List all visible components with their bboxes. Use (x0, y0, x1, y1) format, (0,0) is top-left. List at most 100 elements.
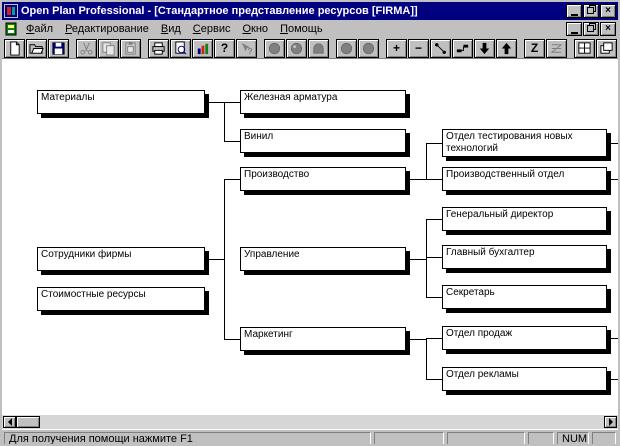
plus-icon: + (392, 41, 400, 55)
restore-button[interactable] (583, 4, 599, 18)
tree-node-marketing[interactable]: Маркетинг (240, 327, 406, 351)
tree-node-staff[interactable]: Сотрудники фирмы (37, 247, 205, 271)
tree-node-label: Производство (244, 169, 310, 180)
move-up-button[interactable] (496, 38, 517, 58)
save-file-button[interactable] (48, 38, 69, 58)
app-icon (4, 4, 18, 18)
scroll-thumb[interactable] (16, 416, 40, 428)
window-cascade-button[interactable] (596, 38, 617, 58)
page-magnifier-icon (173, 40, 189, 56)
tree-node-label: Генеральный директор (446, 209, 554, 220)
tree-node-accountant[interactable]: Главный бухгалтер (442, 245, 607, 269)
num-label: NUM (562, 433, 588, 445)
tree-node-production-dept[interactable]: Производственный отдел (442, 167, 607, 191)
tree-node-cost[interactable]: Стоимостные ресурсы (37, 287, 205, 311)
scroll-left-button[interactable] (3, 416, 16, 428)
toolbar: ?? +− Z (2, 38, 618, 59)
mini-chart-icon (195, 40, 211, 56)
shape-circle-3-button (358, 38, 379, 58)
tree-node-secretary[interactable]: Секретарь (442, 285, 607, 309)
tree-node-materials[interactable]: Материалы (37, 90, 205, 114)
menu-help[interactable]: Помощь (280, 23, 323, 35)
arrow-question-icon: ? (239, 40, 255, 56)
title-bar[interactable]: Open Plan Professional - [Стандартное пр… (2, 2, 618, 20)
link-nodes-button[interactable] (430, 38, 451, 58)
window-grid-icon (577, 40, 593, 56)
connector-line (426, 379, 442, 380)
child-minimize-button[interactable] (566, 22, 582, 36)
minus-icon: − (414, 41, 422, 55)
help-button[interactable]: ? (214, 38, 235, 58)
tree-node-label: Отдел продаж (446, 328, 513, 339)
arch-icon (311, 40, 327, 56)
status-help-panel: Для получения помощи нажмите F1 (4, 431, 371, 444)
shape-circle-2-button (336, 38, 357, 58)
down-arrow-icon (477, 40, 493, 56)
tree-node-iron[interactable]: Железная арматура (240, 90, 406, 114)
menu-edit[interactable]: Редактирование (65, 23, 149, 35)
window-split-button[interactable] (574, 38, 595, 58)
window-title: Open Plan Professional - [Стандартное пр… (21, 5, 418, 17)
connector-line (426, 297, 442, 298)
menu-view[interactable]: Вид (160, 23, 181, 35)
zoom-mode-button[interactable]: Z (524, 38, 545, 58)
connector-line (406, 179, 426, 180)
open-folder-icon (29, 40, 45, 56)
circle-dot-icon (289, 40, 305, 56)
horizontal-scrollbar[interactable] (2, 415, 618, 429)
close-button[interactable]: × (600, 4, 616, 18)
connector-line (406, 259, 426, 260)
menu-window[interactable]: Окно (242, 23, 269, 35)
tree-node-sales-dept[interactable]: Отдел продаж (442, 326, 607, 350)
move-down-button[interactable] (474, 38, 495, 58)
tree-node-label: Маркетинг (244, 329, 293, 340)
menu-items: Файл Редактирование Вид Сервис Окно Помощь (20, 21, 564, 37)
up-arrow-icon (499, 40, 515, 56)
left-arrow-icon (7, 418, 12, 426)
connector-line (426, 179, 442, 180)
tree-node-director[interactable]: Генеральный директор (442, 207, 607, 231)
menu-service[interactable]: Сервис (192, 23, 231, 35)
tree-node-management[interactable]: Управление (240, 247, 406, 271)
tree-node-label: Материалы (41, 92, 95, 103)
connector-line (224, 179, 240, 180)
tree-node-label: Отдел тестирования новых технологий (446, 131, 573, 154)
new-file-button[interactable] (4, 38, 25, 58)
tree-node-advertising-dept[interactable]: Отдел рекламы (442, 367, 607, 391)
child-close-button[interactable]: × (600, 22, 616, 36)
print-button[interactable] (148, 38, 169, 58)
views-button[interactable] (192, 38, 213, 58)
menu-file[interactable]: Файл (26, 23, 54, 35)
menu-bar: Файл Редактирование Вид Сервис Окно Помощь × (2, 20, 618, 38)
child-restore-button[interactable] (583, 22, 599, 36)
connector-line (224, 179, 225, 340)
tree-node-vinyl[interactable]: Винил (240, 129, 406, 153)
scroll-right-button[interactable] (604, 416, 617, 428)
step-layout-button[interactable] (452, 38, 473, 58)
open-file-button[interactable] (26, 38, 47, 58)
connector-line (426, 143, 442, 144)
connector-line (205, 102, 240, 103)
close-icon: × (605, 5, 611, 16)
expand-button[interactable]: + (386, 38, 407, 58)
cascade-windows-icon (599, 40, 615, 56)
tree-node-label: Железная арматура (244, 92, 338, 103)
minimize-button[interactable] (566, 4, 582, 18)
document-icon[interactable] (4, 22, 18, 36)
scissors-icon (79, 40, 95, 56)
tree-node-label: Управление (244, 249, 300, 260)
print-preview-button[interactable] (170, 38, 191, 58)
tree-node-production[interactable]: Производство (240, 167, 406, 191)
close-icon: × (605, 23, 611, 34)
printer-icon (151, 40, 167, 56)
status-panel (374, 431, 444, 444)
collapse-button[interactable]: − (408, 38, 429, 58)
tree-node-testing-dept[interactable]: Отдел тестирования новых технологий (442, 129, 607, 157)
tree-node-label: Производственный отдел (446, 169, 565, 180)
tree-node-label: Секретарь (446, 287, 495, 298)
connector-line (224, 339, 240, 340)
connector-line (224, 141, 240, 142)
blank-page-icon (7, 40, 23, 56)
linked-dots-icon (433, 40, 449, 56)
scroll-track[interactable] (40, 416, 604, 428)
